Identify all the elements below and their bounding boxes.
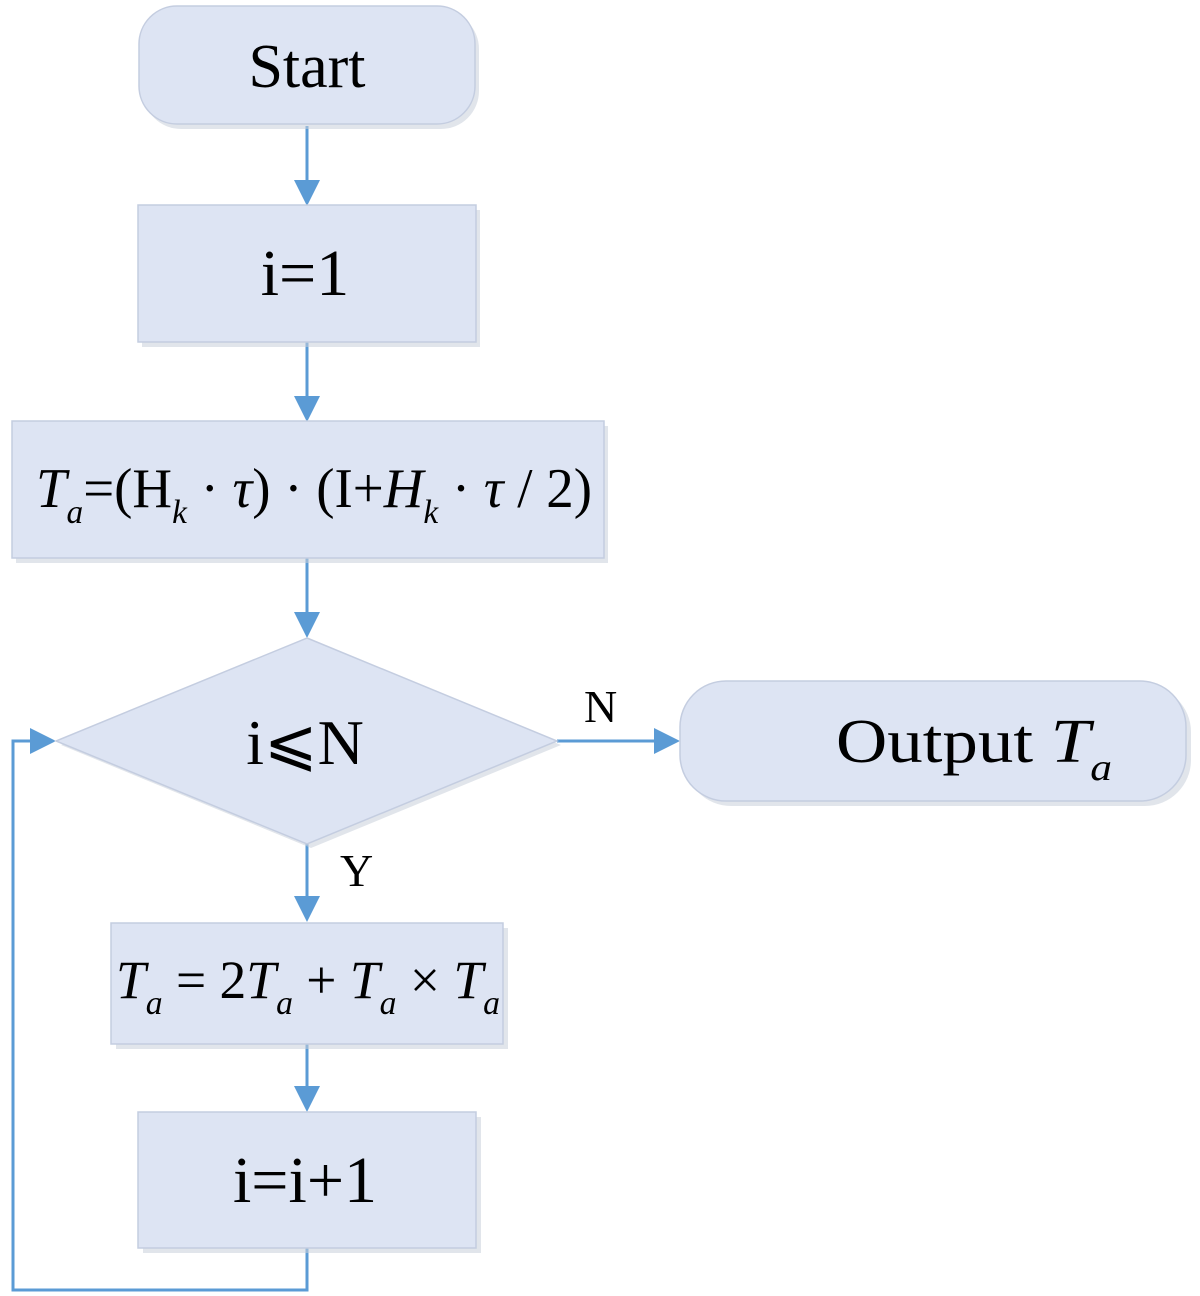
edge-label-no: N (584, 681, 617, 732)
node-formula2-label: Ta = 2Ta + Ta × Ta (116, 950, 500, 1022)
node-decision-label: i⩽N (246, 707, 364, 778)
node-increment-label: i=i+1 (233, 1144, 377, 1217)
edge-label-yes: Y (340, 845, 373, 896)
node-start-label: Start (248, 33, 365, 101)
edge-formula1-to-decision (294, 558, 320, 638)
node-increment: i=i+1 (137, 1111, 481, 1253)
edge-decision-to-formula2 (294, 844, 320, 922)
node-increment-shape (137, 1111, 477, 1249)
edges (11, 126, 680, 1292)
node-decision: i⩽N (54, 637, 561, 848)
node-formula2: Ta = 2Ta + Ta × Ta (110, 922, 508, 1049)
edge-formula2-to-increment (294, 1044, 320, 1112)
edge-increment-to-decision-loop (11, 728, 309, 1292)
node-decision-shape (54, 637, 559, 845)
node-start-shape (138, 5, 476, 125)
node-formula1-label: Ta=(Hk · τ) · (I+Hk · τ / 2) (36, 458, 592, 531)
node-init: i=1 (137, 204, 480, 347)
node-output-shape (679, 680, 1187, 802)
node-formula1: Ta=(Hk · τ) · (I+Hk · τ / 2) (11, 420, 608, 563)
node-formula2-shape (110, 922, 504, 1045)
edge-decision-to-output (557, 728, 680, 754)
node-init-label: i=1 (261, 237, 350, 310)
node-formula1-shape (11, 420, 605, 559)
node-start: Start (138, 5, 479, 129)
edge-start-to-init (294, 126, 320, 206)
node-init-shape (137, 204, 477, 343)
edge-init-to-formula1 (294, 342, 320, 422)
